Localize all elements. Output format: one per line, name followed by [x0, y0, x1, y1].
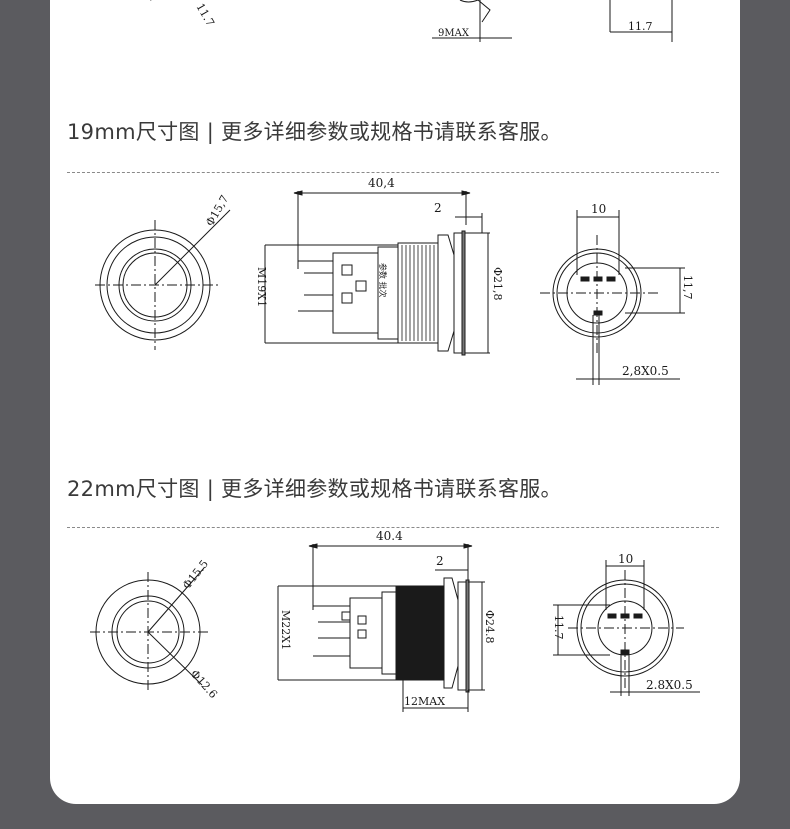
- spec-card: 11.7 9MAX 11.7 19mm尺寸图 | 更多详细参数或规格书请联系客服…: [50, 0, 740, 804]
- section-divider: [67, 172, 719, 173]
- section-heading-22mm: 22mm尺寸图 | 更多详细参数或规格书请联系客服。: [67, 477, 562, 501]
- top-dim-9max: 9MAX: [438, 28, 470, 39]
- dim-phi-ring-19mm: Φ15,7: [203, 193, 231, 229]
- side-view-22mm: [277, 543, 485, 712]
- top-dim-11-7: 11.7: [628, 20, 653, 33]
- dim-pin-height-19mm: 11,7: [681, 275, 694, 300]
- dim-pin-height-22mm: 11.7: [552, 615, 565, 640]
- section-divider-2: [67, 527, 719, 528]
- dim-thread-22mm: M22X1: [279, 610, 292, 650]
- dim-12max-22mm: 12MAX: [404, 695, 445, 708]
- rear-view-19mm: [540, 210, 685, 385]
- top-partial-drawing: 11.7 9MAX 11.7: [150, 0, 673, 42]
- side-view-19mm: [264, 190, 490, 356]
- dim-length-22mm: 40.4: [376, 529, 403, 543]
- section-heading-19mm: 19mm尺寸图 | 更多详细参数或规格书请联系客服。: [67, 120, 562, 144]
- dim-flange-22mm: 2: [436, 554, 444, 568]
- bezel-profile: [459, 0, 491, 23]
- drawing-22mm: Φ15.5 Φ12.6 40.4 2 M22X1 Φ24.8 12MAX 10 …: [90, 529, 700, 712]
- dim-phi-inner-22mm: Φ12.6: [188, 667, 220, 701]
- dim-pin-19mm: 2,8X0.5: [622, 364, 669, 378]
- dim-flange-19mm: 2: [434, 201, 442, 215]
- dim-length-19mm: 40,4: [368, 176, 395, 190]
- drawing-19mm: Φ15,7 40,4 2 M19X1 Φ21,8 参数 批次 10 11,7 2…: [95, 176, 694, 385]
- dim-phi-outer-22mm: Φ15.5: [180, 557, 211, 591]
- front-view-22mm: [90, 567, 208, 692]
- body-mark-19mm: 参数 批次: [378, 263, 388, 298]
- dim-thread-19mm: M19X1: [255, 267, 268, 307]
- dim-pin-22mm: 2.8X0.5: [646, 678, 693, 692]
- rear-view-22mm: [553, 560, 700, 696]
- dim-phi-body-22mm: Φ24.8: [483, 610, 496, 644]
- dim-pin-span-22mm: 10: [618, 552, 633, 566]
- dim-phi-body-19mm: Φ21,8: [491, 267, 504, 301]
- dim-pin-span-19mm: 10: [591, 202, 606, 216]
- front-view-19mm: [95, 209, 231, 350]
- top-dim-11-7-rot: 11.7: [193, 1, 217, 29]
